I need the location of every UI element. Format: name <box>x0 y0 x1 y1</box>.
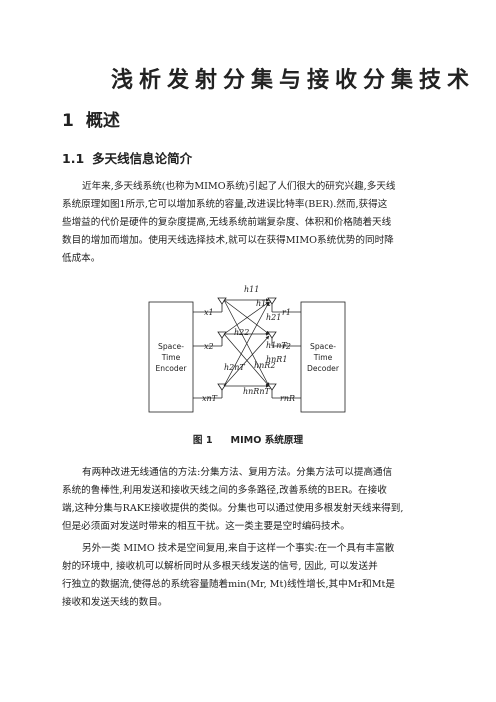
figure-caption: 图 1 MIMO 系统原理 <box>0 432 496 446</box>
tx-label: xnT <box>202 394 218 403</box>
channel-label: h1nT <box>266 341 287 350</box>
text-line: 些增益的代价是硬件的复杂度提高,无线系统前端复杂度、体积和价格随着天线 <box>62 217 392 228</box>
channel-label: h22 <box>234 328 249 337</box>
tx-label: x2 <box>204 342 214 351</box>
text-line: 但是必须面对发送时带来的相互干扰。这一类主要是空时编码技术。 <box>62 521 350 532</box>
text-line: 低成本。 <box>62 253 101 264</box>
subsection-number: 1.1 <box>62 151 85 166</box>
text-line: 近年来,多天线系统(也称为MIMO系统)引起了人们很大的研究兴趣,多天线 <box>82 181 396 192</box>
channel-label: h12 <box>256 299 271 308</box>
text-line: 系统的鲁棒性,利用发送和接收天线之间的多条路径,改善系统的BER。在接收 <box>62 485 387 496</box>
decoder-box <box>300 301 346 413</box>
channel-paths <box>223 298 270 388</box>
section-number: 1 <box>62 111 74 131</box>
paragraph-intro: 近年来,多天线系统(也称为MIMO系统)引起了人们很大的研究兴趣,多天线 系统原… <box>62 178 434 268</box>
document-title: 浅析发射分集与接收分集技术 <box>110 67 475 93</box>
text-line: 端,这种分集与RAKE接收提供的类似。分集也可以通过使用多根发射天线来得到, <box>62 503 404 514</box>
decoder-label-line: Decoder <box>307 364 340 373</box>
rx-antenna-icon <box>267 297 277 305</box>
mimo-diagram: Space- Time Encoder Space- Time Decoder <box>148 282 346 420</box>
rx-antenna-icon <box>267 383 277 391</box>
channel-label: hnRnT <box>243 387 270 396</box>
text-line: 行独立的数据流,使得总的系统容量随着min(Mr, Mt)线性增长,其中Mr和M… <box>62 579 395 590</box>
tx-antenna-icon <box>217 331 227 339</box>
figure-number: 图 1 <box>192 435 213 446</box>
rx-label: r2 <box>282 342 291 351</box>
encoder-label-line: Time <box>161 353 181 362</box>
tx-label: x1 <box>204 308 214 317</box>
figure-title: MIMO 系统原理 <box>230 435 304 446</box>
text-line: 射的环境中, 接收机可以解析同时从多根天线发送的信号, 因此, 可以发送并 <box>62 561 378 572</box>
section-heading: 1 概述 <box>62 106 120 131</box>
text-line: 接收和发送天线的数目。 <box>62 597 168 608</box>
paragraph-diversity: 有两种改进无线通信的方法:分集方法、复用方法。分集方法可以提高通信 系统的鲁棒性… <box>62 464 434 536</box>
rx-label: r1 <box>282 308 291 317</box>
channel-label: h11 <box>244 285 259 294</box>
text-line: 系统原理如图1所示,它可以增加系统的容量,改进误比特率(BER).然而,获得这 <box>62 199 388 210</box>
tx-antenna-icon <box>217 297 227 305</box>
channel-label: h2nT <box>224 363 245 372</box>
encoder-box <box>148 301 194 413</box>
text-line: 有两种改进无线通信的方法:分集方法、复用方法。分集方法可以提高通信 <box>82 467 393 478</box>
mimo-diagram-svg: Space- Time Encoder Space- Time Decoder <box>148 285 346 413</box>
decoder-label-line: Space- <box>310 342 336 351</box>
decoder-label-line: Time <box>313 353 333 362</box>
rx-antenna-icon <box>267 331 277 339</box>
subsection-heading: 1.1 多天线信息论简介 <box>62 148 192 167</box>
paragraph-multiplexing: 另外一类 MIMO 技术是空间复用,来自于这样一个事实:在一个具有丰富散 射的环… <box>62 540 434 612</box>
channel-label: h21 <box>266 313 281 322</box>
text-line: 数目的增加而增加。使用天线选择技术,就可以在获得MIMO系统优势的同时降 <box>62 235 394 246</box>
section-title: 概述 <box>85 111 120 131</box>
subsection-title: 多天线信息论简介 <box>92 151 193 166</box>
channel-label: hnR1 <box>266 355 287 364</box>
encoder-label-line: Space- <box>158 342 184 351</box>
channel-label: hnR2 <box>254 361 275 370</box>
text-line: 另外一类 MIMO 技术是空间复用,来自于这样一个事实:在一个具有丰富散 <box>82 543 395 554</box>
rx-label: rnR <box>280 394 295 403</box>
encoder-label-line: Encoder <box>155 364 187 373</box>
